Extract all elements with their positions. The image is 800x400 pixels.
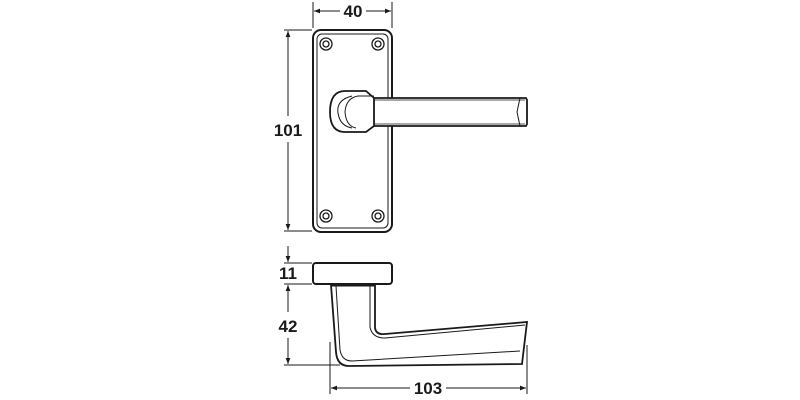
screw-holes bbox=[319, 37, 385, 223]
dimension-lever-projection: 103 bbox=[329, 342, 528, 398]
side-view: 11 42 103 bbox=[279, 246, 529, 398]
lever-side bbox=[330, 283, 529, 367]
front-view: 40 101 bbox=[274, 2, 528, 233]
dim-label-42: 42 bbox=[279, 317, 298, 336]
rose bbox=[312, 262, 393, 285]
dimension-plate-width: 40 bbox=[312, 2, 393, 28]
dim-label-11: 11 bbox=[279, 264, 297, 283]
dim-label-40: 40 bbox=[344, 2, 363, 21]
backplate-inner bbox=[316, 33, 389, 229]
backplate bbox=[312, 29, 393, 233]
dim-label-101: 101 bbox=[274, 121, 302, 140]
dimension-rose-thickness: 11 bbox=[279, 246, 312, 285]
dimension-plate-height: 101 bbox=[274, 29, 312, 232]
dim-label-103: 103 bbox=[414, 379, 442, 398]
lever-front bbox=[329, 90, 528, 133]
dimension-lever-height: 42 bbox=[279, 285, 340, 366]
